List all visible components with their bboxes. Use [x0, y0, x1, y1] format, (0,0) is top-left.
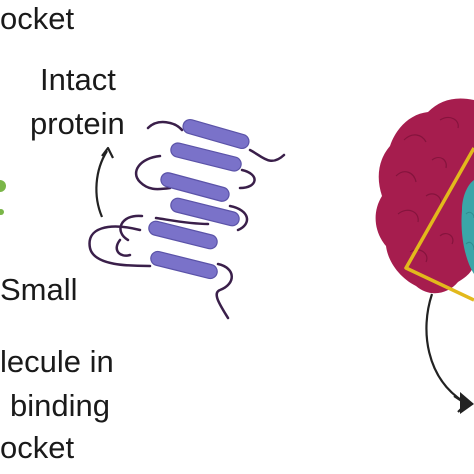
- small-molecule-label-line4: ocket: [0, 430, 75, 465]
- protein-ribbon-icon: [88, 118, 286, 320]
- intact-protein-label-line2: protein: [30, 106, 125, 141]
- ligand-fragment: [0, 180, 6, 215]
- small-molecule-label-line1: Small: [0, 272, 78, 307]
- protein-surface-icon: [375, 98, 474, 302]
- arrowhead-tip: [460, 392, 474, 414]
- small-molecule-label-line3: binding: [10, 388, 110, 423]
- top-cut-label: ocket: [0, 1, 75, 36]
- curved-arrow-icon: [95, 146, 114, 218]
- intact-protein-label-line1: Intact: [40, 62, 116, 97]
- small-molecule-label-line2: lecule in: [0, 344, 114, 379]
